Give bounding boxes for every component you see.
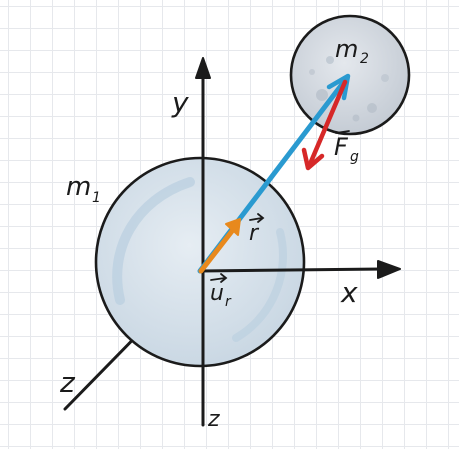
z-axis-label: z (59, 366, 76, 399)
position-vector-r-arrowhead (326, 73, 351, 101)
z-axis-label-lower: z (207, 407, 220, 432)
vector-ur-subscript: r (225, 294, 232, 310)
mass-2-letter: m (335, 35, 358, 63)
mass-2-label: m 2 (335, 35, 369, 67)
vector-ur-label: u r (210, 273, 232, 310)
force-letter: F (334, 133, 349, 161)
force-label: F g (334, 130, 359, 165)
x-axis-line (198, 267, 387, 273)
y-axis-label: y (171, 86, 189, 119)
mass-1-subscript: 1 (92, 190, 101, 206)
x-axis-label: x (340, 276, 358, 309)
gravitational-force-arrowhead (301, 147, 325, 171)
y-axis-arrowhead (195, 57, 211, 79)
mass-2-subscript: 2 (360, 51, 369, 67)
gravitational-force-vector (307, 79, 348, 167)
vector-ur-arrow-mark (210, 273, 228, 283)
unit-vector-ur (198, 223, 239, 274)
x-axis-arrowhead (377, 260, 401, 279)
force-subscript: g (350, 149, 359, 165)
vector-r-label: r (249, 213, 265, 246)
force-arrow-mark (335, 130, 350, 134)
unit-vector-ur-arrowhead (225, 218, 241, 236)
vector-r-letter: r (249, 221, 260, 246)
mass-1-label: m 1 (66, 172, 101, 206)
vector-ur-letter: u (210, 281, 224, 306)
mass-1-letter: m (66, 172, 91, 202)
vector-r-arrow-mark (249, 213, 265, 223)
sphere-m1 (94, 156, 306, 368)
